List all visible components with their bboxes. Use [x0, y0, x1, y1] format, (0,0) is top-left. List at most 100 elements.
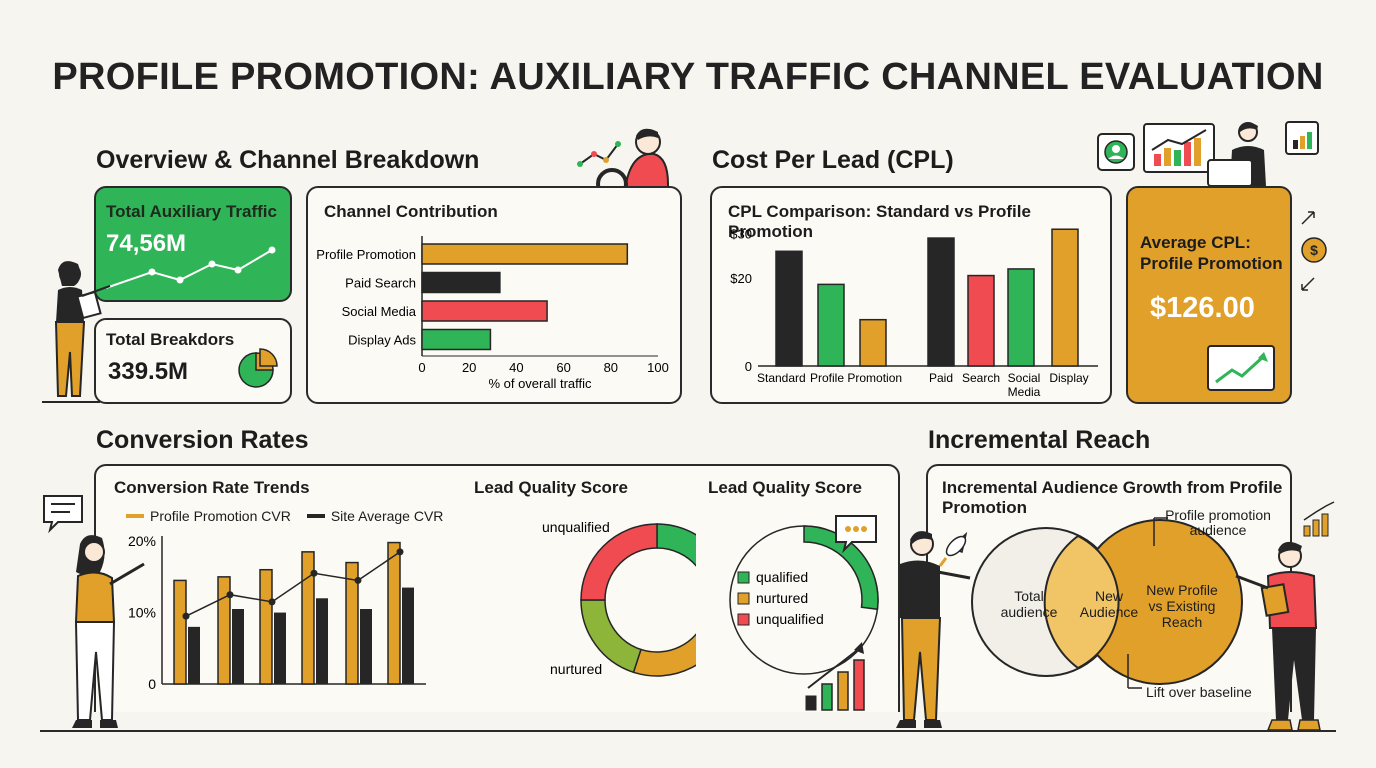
- cpl-section-title: Cost Per Lead (CPL): [712, 146, 954, 174]
- lead-quality-gauge-title: Lead Quality Score: [708, 478, 862, 497]
- donut-slice-1: [632, 633, 696, 677]
- venn-intersection-label: New Audience: [1079, 588, 1139, 620]
- cpl-bar-4: [967, 274, 995, 367]
- site-cvr-bar-3: [316, 598, 328, 684]
- speech-bubble-icon: [43, 495, 83, 534]
- x-tick-label: 60: [556, 360, 570, 375]
- man-rocket-illustration: [896, 531, 971, 728]
- site-cvr-bar-4: [360, 609, 372, 684]
- average-cpl-label: Average CPL: Profile Promotion: [1140, 233, 1283, 273]
- cpl-category-label: Display: [1049, 371, 1088, 385]
- baseline-divider: [40, 730, 1336, 732]
- donut-slice-3: [580, 523, 658, 601]
- woman-pointing-illustration: [72, 535, 145, 728]
- total-traffic-label: Total Auxiliary Traffic: [106, 202, 277, 221]
- cpl-category-label: Paid: [929, 371, 953, 385]
- trend-point-5: [396, 548, 404, 556]
- legend-label-site: Site Average CVR: [330, 508, 444, 524]
- gauge-legend-label-0: qualified: [756, 569, 808, 585]
- bar-2: [421, 300, 548, 322]
- profile-cvr-bar-4: [345, 561, 359, 685]
- site-cvr-bar-0: [188, 626, 200, 684]
- profile-cvr-bar-5: [387, 541, 401, 685]
- gauge-legend-swatch-1: [737, 592, 750, 605]
- total-breakdown-value: 339.5M: [108, 358, 189, 385]
- cpl-category-label: Media: [1008, 385, 1041, 399]
- page-title: PROFILE PROMOTION: AUXILIARY TRAFFIC CHA…: [52, 56, 1324, 98]
- woman-clipboard-illustration: [42, 261, 111, 403]
- conversion-section-title: Conversion Rates: [96, 426, 309, 454]
- venn-intersection: [1043, 534, 1120, 670]
- cpl-header-illustration: [1097, 121, 1319, 187]
- total-traffic-value: 74,56M: [106, 230, 187, 257]
- average-cpl-card: Average CPL: Profile Promotion $126.00: [1126, 186, 1292, 404]
- total-breakdown-card: Total Breakdors 339.5M: [94, 318, 292, 404]
- cpl-comparison-title: CPL Comparison: Standard vs Profile Prom…: [728, 202, 1031, 241]
- y-tick-label: 0: [148, 676, 156, 692]
- x-tick-label: 100: [647, 360, 669, 375]
- venn-total-label: Total audience: [1000, 588, 1058, 620]
- donut-label-2: nurtured: [550, 661, 602, 677]
- man-tablet-illustration: [1235, 541, 1321, 731]
- category-label: Social Media: [342, 304, 417, 319]
- gauge-legend-swatch-0: [737, 571, 750, 584]
- gauge-legend-label-2: unqualified: [756, 611, 824, 627]
- donut-label-3: unqualified: [542, 519, 610, 535]
- profile-cvr-bar-2: [259, 568, 273, 685]
- lead-quality-donut-title: Lead Quality Score: [474, 478, 628, 497]
- reach-card: Incremental Audience Growth from Profile…: [926, 464, 1292, 712]
- trend-point-0: [182, 612, 190, 620]
- svg-text:$: $: [1310, 242, 1318, 258]
- x-tick-label: 0: [418, 360, 425, 375]
- x-tick-label: 40: [509, 360, 523, 375]
- cpl-bar-5: [1007, 268, 1035, 367]
- cpl-category-label: Social: [1008, 371, 1041, 385]
- site-cvr-bar-1: [232, 609, 244, 684]
- lead-quality-donut-chart: qualifiedunqualifiednurturedunqualified: [542, 519, 696, 677]
- cpl-category-label: Profile Promotion: [810, 371, 902, 385]
- category-label: Profile Promotion: [316, 247, 416, 262]
- cpl-bar-3: [927, 237, 955, 367]
- category-label: Paid Search: [345, 276, 416, 291]
- legend-swatch-site: [306, 514, 325, 518]
- site-cvr-bar-2: [274, 612, 286, 684]
- y-tick-label: 10%: [128, 605, 156, 621]
- cpl-category-label: Search: [962, 371, 1000, 385]
- cvr-legend: Profile Promotion CVR Site Average CVR: [126, 508, 443, 524]
- cpl-bar-2: [859, 318, 887, 367]
- traffic-sparkline: [105, 246, 276, 289]
- average-cpl-value: $126.00: [1150, 292, 1255, 324]
- bar-0: [421, 243, 629, 265]
- conversion-card: Conversion Rate Trends Lead Quality Scor…: [94, 464, 900, 712]
- profile-cvr-bar-1: [217, 576, 231, 685]
- legend-label-profile: Profile Promotion CVR: [150, 508, 291, 524]
- venn-annotation-audience: Profile promotion audience: [1165, 507, 1271, 538]
- gauge-legend-swatch-2: [737, 613, 750, 626]
- reach-section-title: Incremental Reach: [928, 426, 1151, 454]
- bar-1: [421, 271, 501, 294]
- x-tick-label: 20: [462, 360, 476, 375]
- trend-point-1: [226, 591, 234, 599]
- channel-contribution-title: Channel Contribution: [324, 202, 498, 221]
- total-traffic-card: Total Auxiliary Traffic 74,56M: [94, 186, 292, 302]
- cvr-trend-line: [185, 551, 401, 617]
- overview-section-title: Overview & Channel Breakdown: [96, 146, 480, 174]
- bar-3: [421, 328, 492, 351]
- profile-cvr-bar-0: [173, 579, 187, 685]
- pie-chart-icon: [238, 348, 278, 388]
- conversion-trends-title: Conversion Rate Trends: [114, 478, 310, 497]
- y-tick-label: 0: [745, 359, 752, 374]
- incremental-reach-venn: [971, 517, 1243, 689]
- y-tick-label: $20: [730, 271, 752, 286]
- gauge-legend-label-1: nurtured: [756, 590, 808, 606]
- cpl-category-label: Standard: [757, 371, 806, 385]
- x-axis-title: % of overall traffic: [488, 376, 592, 391]
- profile-cvr-bar-3: [301, 551, 315, 685]
- total-breakdown-label: Total Breakdors: [106, 330, 235, 349]
- y-tick-label: $30: [730, 227, 752, 242]
- y-tick-label: 20%: [128, 533, 156, 549]
- cpl-bar-6: [1051, 228, 1079, 367]
